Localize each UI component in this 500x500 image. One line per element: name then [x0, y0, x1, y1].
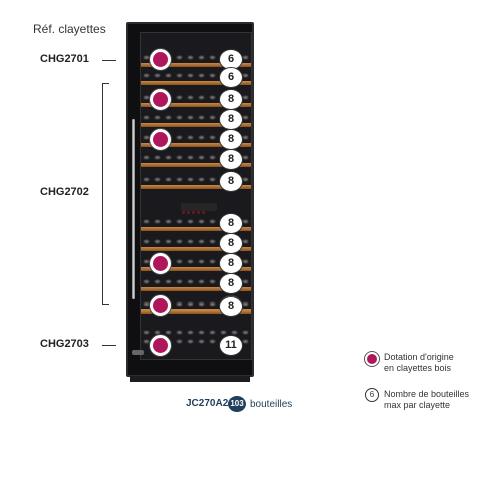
bottle-row: [141, 53, 251, 62]
origin-wood-shelf-marker-icon: [150, 49, 171, 70]
brand-logo: [132, 350, 144, 355]
origin-wood-shelf-marker-icon: [150, 335, 171, 356]
wooden-shelf: [141, 247, 251, 251]
bottle-row: [141, 153, 251, 162]
wooden-shelf: [141, 143, 251, 147]
page-title: Réf. clayettes: [33, 22, 106, 36]
shelf-capacity-badge: 8: [219, 109, 243, 130]
wooden-shelf: [141, 63, 251, 67]
bottle-row: [141, 257, 251, 266]
wooden-shelf: [141, 310, 251, 314]
bottle-row: [141, 133, 251, 142]
shelf-capacity-badge: 11: [219, 335, 243, 356]
cabinet-base: [130, 376, 250, 382]
wooden-shelf: [141, 287, 251, 291]
ref-chg2701-leader: [102, 60, 116, 61]
origin-wood-shelf-marker-icon: [150, 129, 171, 150]
shelf-capacity-badge: 8: [219, 149, 243, 170]
shelf-capacity-badge: 8: [219, 233, 243, 254]
legend-origin-dot-icon: [365, 352, 379, 366]
origin-wood-shelf-marker-icon: [150, 253, 171, 274]
wooden-shelf: [141, 185, 251, 189]
wooden-shelf: [141, 123, 251, 127]
legend-capacity-text: Nombre de bouteilles max par clayette: [384, 389, 470, 410]
bottle-row: [141, 175, 251, 184]
bottle-count-label: bouteilles: [250, 399, 293, 410]
wooden-shelf: [141, 81, 251, 85]
shelf-capacity-badge: 8: [219, 89, 243, 110]
wooden-shelf: [141, 227, 251, 231]
origin-wood-shelf-marker-icon: [150, 89, 171, 110]
wooden-shelf: [141, 163, 251, 167]
bottle-row: [141, 93, 251, 102]
ref-chg2702-bracket: [102, 83, 109, 305]
bottle-row: [141, 277, 251, 286]
ref-chg2701: CHG2701: [40, 53, 89, 65]
door-handle: [132, 119, 135, 299]
model-code: JC270A2: [186, 398, 229, 409]
wooden-shelf: [141, 267, 251, 271]
wooden-shelf: [141, 103, 251, 107]
shelf-capacity-badge: 8: [219, 213, 243, 234]
shelf-capacity-badge: 8: [219, 171, 243, 192]
ref-chg2703: CHG2703: [40, 338, 89, 350]
bottle-row: [141, 71, 251, 80]
legend-origin-text: Dotation d'origine en clayettes bois: [384, 352, 454, 373]
shelf-capacity-badge: 8: [219, 253, 243, 274]
ref-chg2703-leader: [102, 345, 116, 346]
bottle-row: [141, 113, 251, 122]
shelf-capacity-badge: 6: [219, 67, 243, 88]
bottle-count-badge: 103: [228, 396, 246, 412]
bottle-row: [141, 217, 251, 226]
ref-chg2702: CHG2702: [40, 186, 89, 198]
shelf-capacity-badge: 8: [219, 296, 243, 317]
shelf-capacity-badge: 8: [219, 273, 243, 294]
legend-capacity-icon: 6: [365, 388, 379, 402]
bottle-row: [141, 237, 251, 246]
bottle-row: [141, 300, 251, 309]
origin-wood-shelf-marker-icon: [150, 295, 171, 316]
control-panel: [181, 203, 217, 214]
shelf-capacity-badge: 8: [219, 129, 243, 150]
